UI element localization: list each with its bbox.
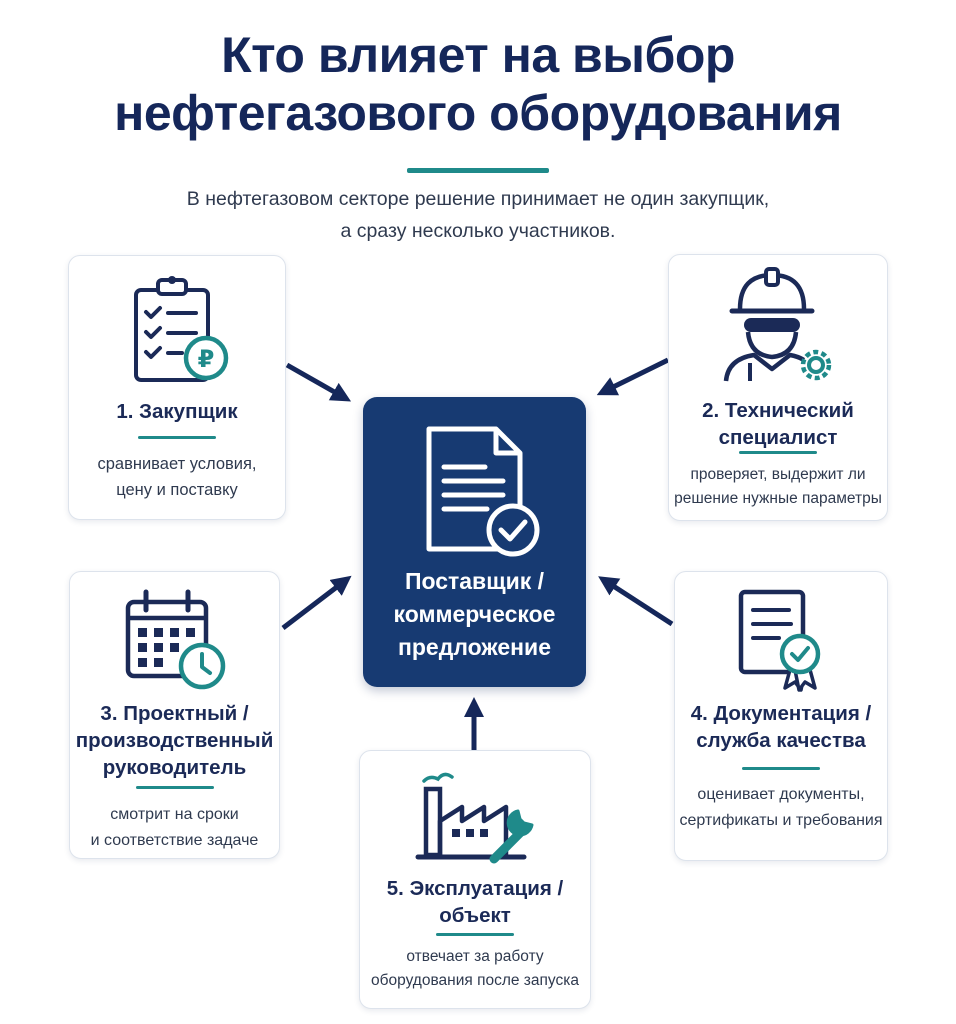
participant-heading: 1. Закупщик bbox=[116, 400, 238, 423]
center-line-2: коммерческое bbox=[393, 601, 556, 627]
arrow-from-participant-4 bbox=[598, 576, 674, 627]
subtitle-line-1: В нефтегазовом секторе решение принимает… bbox=[186, 188, 770, 210]
factory-wrench-icon bbox=[415, 772, 534, 864]
subtitle: В нефтегазовом секторе решение принимает… bbox=[0, 183, 956, 247]
center-line-1: Поставщик / bbox=[404, 568, 545, 594]
engineer-gear-icon bbox=[723, 267, 832, 382]
center-supplier-box: Поставщик / коммерческое предложение bbox=[363, 397, 586, 687]
participant-card-operations: 5. Эксплуатация / объект отвечает за раб… bbox=[359, 750, 591, 1009]
participant-divider bbox=[739, 451, 817, 454]
participant-divider bbox=[436, 933, 514, 936]
arrow-from-participant-1 bbox=[285, 362, 352, 402]
participant-card-technical: 2. Технический специалист проверяет, выд… bbox=[668, 254, 888, 521]
participant-card-quality: 4. Документация / служба качества оценив… bbox=[674, 571, 888, 861]
participant-heading: 3. Проектный / производственный руководи… bbox=[75, 702, 274, 779]
clipboard-ruble-icon: ₽ bbox=[134, 276, 229, 382]
participant-description: проверяет, выдержит ли решение нужные па… bbox=[674, 466, 882, 507]
participant-description: отвечает за работу оборудования после за… bbox=[371, 948, 579, 989]
arrow-from-participant-3 bbox=[281, 575, 352, 630]
participant-heading: 4. Документация / служба качества bbox=[690, 702, 872, 752]
subtitle-line-2: а сразу несколько участников. bbox=[340, 220, 616, 242]
participant-card-procurement: ₽ 1. Закупщик сравнивает условия, цену и… bbox=[68, 255, 286, 520]
title-line-1: Кто влияет на выбор bbox=[221, 27, 735, 83]
participant-divider bbox=[135, 786, 214, 789]
participant-description: оценивает документы, сертификаты и требо… bbox=[679, 786, 883, 829]
participant-heading: 5. Эксплуатация / объект bbox=[386, 877, 564, 927]
document-check-icon bbox=[426, 426, 540, 557]
participant-description: смотрит на сроки и соответствие задаче bbox=[90, 806, 259, 849]
center-label: Поставщик / коммерческое предложение bbox=[363, 565, 586, 664]
svg-text:₽: ₽ bbox=[198, 345, 215, 373]
page-title: Кто влияет на выбор нефтегазового оборуд… bbox=[0, 26, 956, 142]
participant-card-project-manager: 3. Проектный / производственный руководи… bbox=[69, 571, 280, 859]
center-line-3: предложение bbox=[397, 634, 551, 660]
certificate-icon bbox=[738, 589, 821, 692]
arrow-from-participant-2 bbox=[596, 357, 670, 396]
title-underline bbox=[407, 168, 549, 173]
calendar-clock-icon bbox=[125, 589, 226, 690]
participant-description: сравнивает условия, цену и поставку bbox=[97, 455, 257, 499]
title-line-2: нефтегазового оборудования bbox=[114, 85, 842, 141]
participant-divider bbox=[742, 767, 820, 770]
participant-heading: 2. Технический специалист bbox=[702, 399, 854, 449]
participant-divider bbox=[138, 436, 216, 439]
